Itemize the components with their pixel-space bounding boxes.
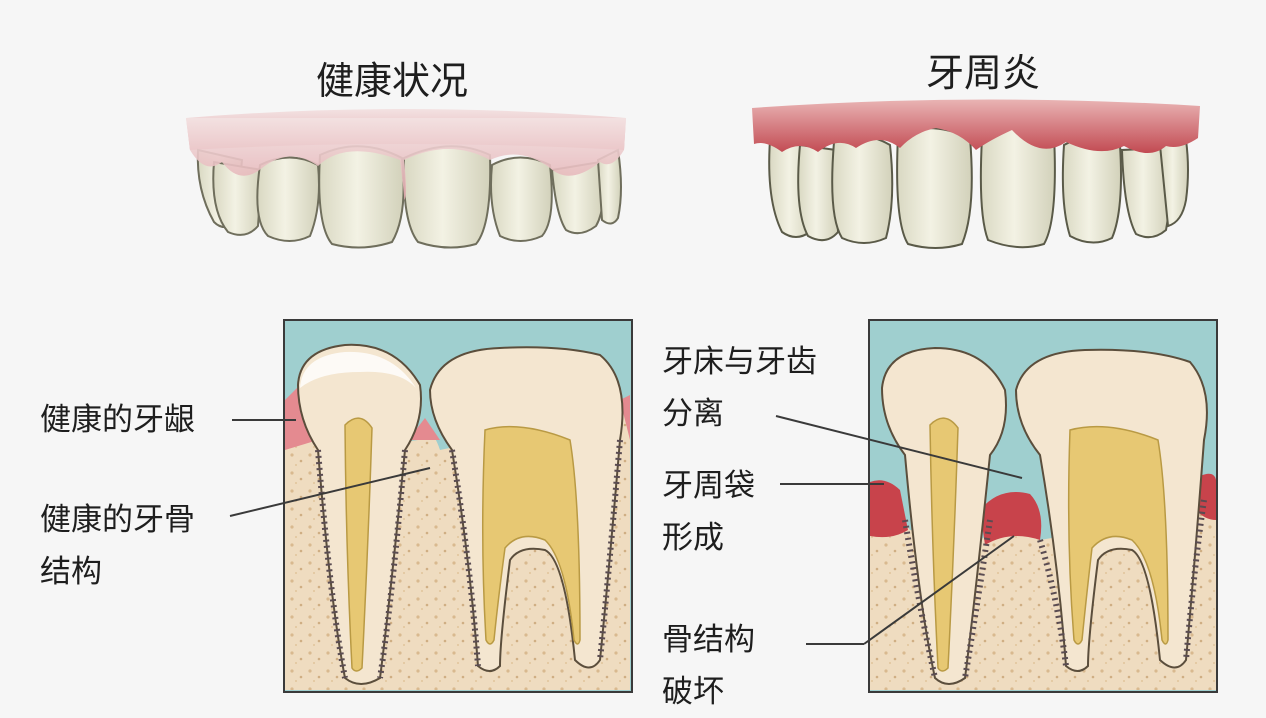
label-separation: 牙床与牙齿 分离 — [662, 336, 817, 440]
healthy-cross-section — [284, 320, 632, 692]
label-healthy-gum: 健康的牙龈 — [40, 394, 195, 446]
healthy-teeth-row — [186, 109, 626, 248]
label-pocket: 牙周袋 形成 — [662, 460, 755, 564]
label-bone-damage: 骨结构 破坏 — [662, 614, 755, 718]
label-healthy-bone: 健康的牙骨 结构 — [40, 494, 195, 598]
periodontitis-cross-section — [869, 320, 1217, 692]
periodontitis-teeth-row — [752, 99, 1200, 248]
